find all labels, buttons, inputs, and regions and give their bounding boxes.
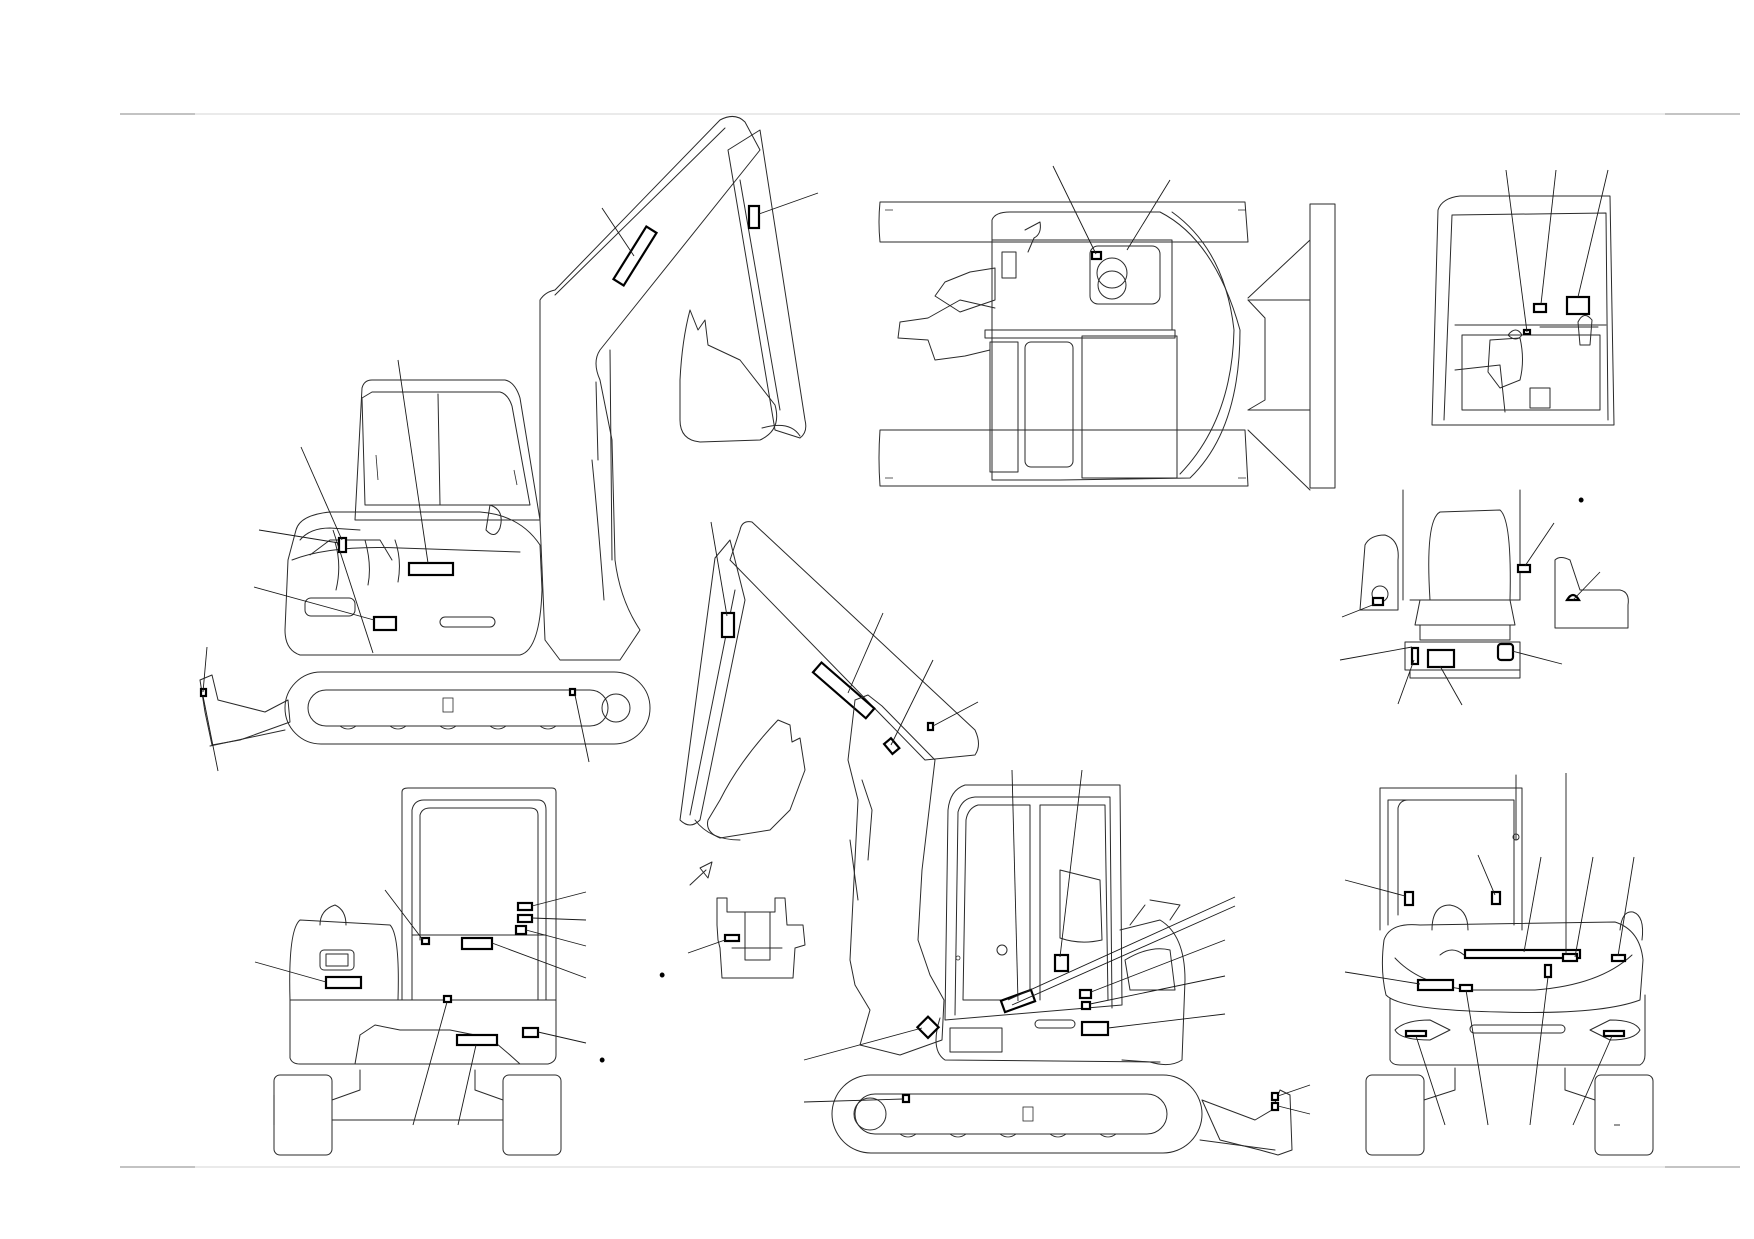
bullet-marker: • — [659, 965, 666, 985]
bullet-marker: • — [599, 1050, 606, 1070]
arm-bucket-view — [679, 521, 979, 979]
top-view — [878, 165, 1336, 491]
seat-console-view — [1339, 489, 1629, 706]
left-side-view — [199, 116, 819, 772]
page-rules — [120, 113, 1740, 1168]
right-side-view — [803, 694, 1311, 1156]
cab-interior-view — [1431, 169, 1615, 426]
bullet-marker: • — [1578, 490, 1585, 510]
rear-view — [254, 787, 587, 1156]
front-view — [1344, 773, 1654, 1156]
